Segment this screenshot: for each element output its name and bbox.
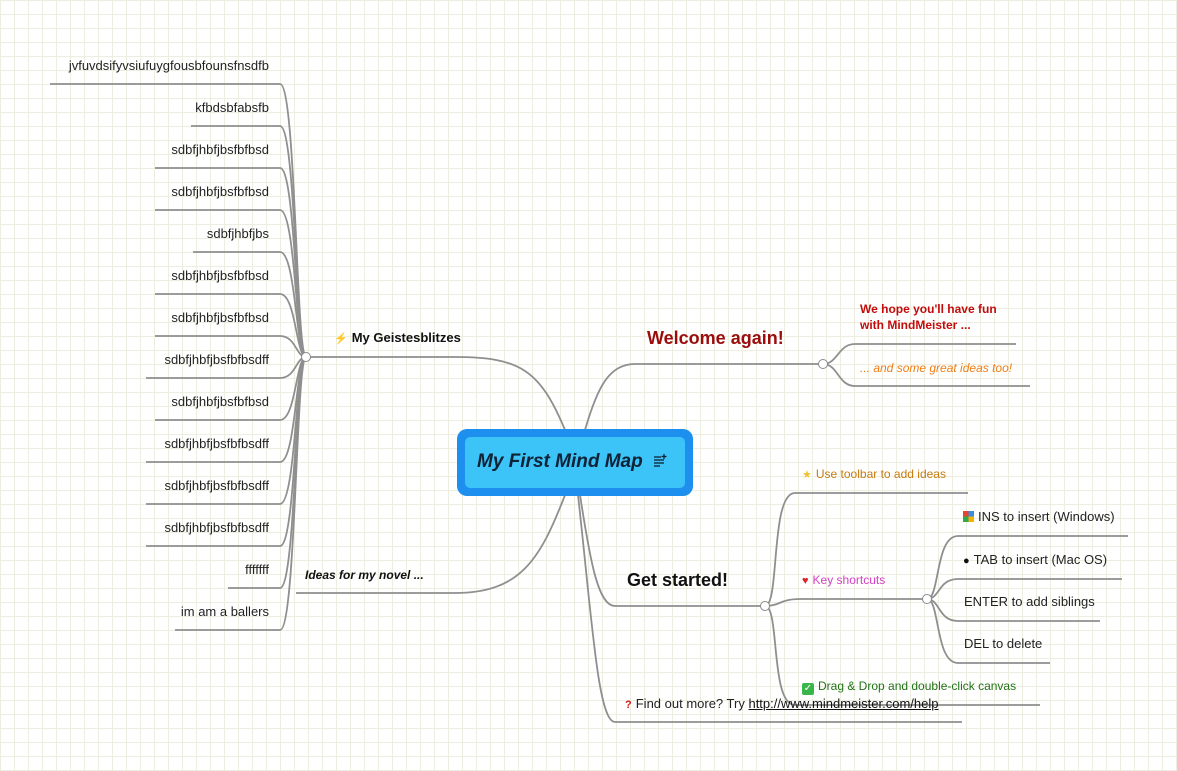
help-link[interactable]: http://www.mindmeister.com/help: [748, 696, 939, 711]
notes-icon[interactable]: [653, 453, 667, 467]
geistesblitzes-collapse-handle[interactable]: [301, 352, 311, 362]
topic-drag-drop-label: Drag & Drop and double-click canvas: [818, 679, 1017, 693]
welcome-child-fun[interactable]: We hope you'll have fun with MindMeister…: [860, 302, 997, 332]
central-topic[interactable]: My First Mind Map: [457, 429, 693, 496]
topic-toolbar-label: Use toolbar to add ideas: [815, 467, 946, 481]
topic-key-shortcuts[interactable]: ♥Key shortcuts: [802, 572, 885, 589]
apple-icon: ●: [963, 555, 970, 567]
lightning-icon: ⚡: [334, 333, 348, 345]
question-icon: ?: [625, 699, 632, 711]
list-item[interactable]: sdbfjhbfjbsfbfbsdff: [164, 478, 269, 493]
welcome-child-ideas[interactable]: ... and some great ideas too!: [860, 361, 1013, 375]
topic-welcome[interactable]: Welcome again!: [647, 328, 784, 348]
star-icon: ★: [802, 469, 812, 481]
list-item[interactable]: kfbdsbfabsfb: [195, 100, 269, 115]
link-welcome: [584, 363, 823, 431]
shortcut-del[interactable]: DEL to delete: [964, 636, 1043, 651]
list-item[interactable]: sdbfjhbfjbsfbfbsd: [171, 142, 269, 157]
list-item[interactable]: sdbfjhbfjbsfbfbsd: [171, 394, 269, 409]
topic-key-shortcuts-label: Key shortcuts: [812, 573, 886, 587]
link-getstarted: [579, 494, 765, 607]
getstarted-collapse-handle[interactable]: [760, 601, 770, 611]
list-item[interactable]: sdbfjhbfjbsfbfbsdff: [164, 520, 269, 535]
topic-toolbar[interactable]: ★Use toolbar to add ideas: [802, 466, 946, 483]
list-item[interactable]: sdbfjhbfjbs: [206, 226, 269, 241]
list-item[interactable]: im am a ballers: [180, 604, 269, 619]
topic-geistesblitzes[interactable]: ⚡My Geistesblitzes: [334, 330, 461, 347]
topic-find-out-more[interactable]: ?Find out more? Try http://www.mindmeist…: [625, 696, 939, 713]
windows-icon: [963, 511, 974, 522]
topic-get-started[interactable]: Get started!: [627, 570, 729, 590]
topic-drag-drop[interactable]: ✓ Drag & Drop and double-click canvas: [802, 678, 1016, 695]
central-topic-title: My First Mind Map: [477, 451, 643, 472]
shortcuts-collapse-handle[interactable]: [922, 594, 932, 604]
shortcut-tab-label: TAB to insert (Mac OS): [973, 552, 1108, 567]
link-findout: [577, 494, 962, 723]
shortcut-tab[interactable]: ●TAB to insert (Mac OS): [963, 552, 1107, 569]
list-item[interactable]: sdbfjhbfjbsfbfbsd: [171, 184, 269, 199]
shortcut-ins-label: INS to insert (Windows): [978, 509, 1115, 524]
checkmark-icon: ✓: [802, 683, 814, 695]
link-geistesblitzes: [306, 356, 566, 431]
shortcut-ins[interactable]: INS to insert (Windows): [963, 509, 1115, 525]
heart-icon: ♥: [802, 575, 809, 587]
list-item[interactable]: sdbfjhbfjbsfbfbsdff: [164, 352, 269, 367]
list-item[interactable]: sdbfjhbfjbsfbfbsdff: [164, 436, 269, 451]
find-out-prefix: Find out more? Try: [635, 696, 745, 711]
central-topic-inner: My First Mind Map: [465, 437, 685, 488]
topic-geistesblitzes-label: My Geistesblitzes: [351, 330, 461, 345]
list-item[interactable]: sdbfjhbfjbsfbfbsd: [171, 310, 269, 325]
welcome-collapse-handle[interactable]: [818, 359, 828, 369]
shortcut-enter[interactable]: ENTER to add siblings: [964, 594, 1095, 609]
list-item[interactable]: jvfuvdsifyvsiufuygfousbfounsfnsdfb: [68, 58, 269, 73]
link-novel: [296, 494, 566, 594]
list-item[interactable]: fffffff: [245, 562, 269, 577]
list-item[interactable]: sdbfjhbfjbsfbfbsd: [171, 268, 269, 283]
topic-novel[interactable]: Ideas for my novel ...: [305, 568, 424, 582]
